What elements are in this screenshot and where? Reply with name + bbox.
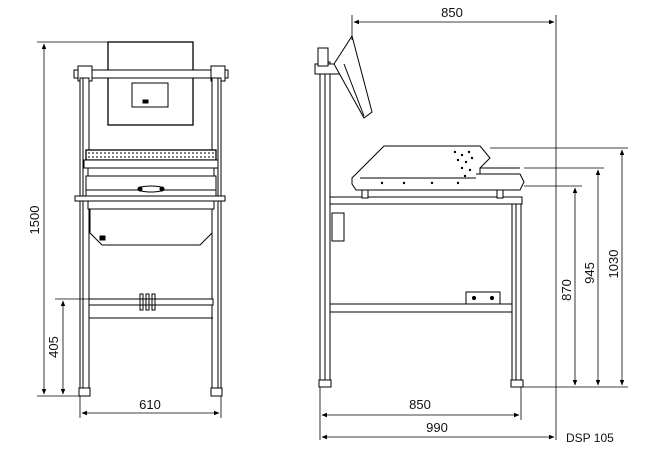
side-view <box>314 34 525 388</box>
table-top <box>329 196 523 205</box>
top-crossbar <box>73 69 229 79</box>
side-dimensions <box>319 15 628 440</box>
collection-hopper <box>89 208 213 246</box>
dim-990-label: 990 <box>426 420 448 435</box>
dim-870-label: 870 <box>559 279 574 301</box>
side-lower-shelf <box>329 303 513 313</box>
dim-850-base-label: 850 <box>409 397 431 412</box>
dim-850-top-label: 850 <box>441 5 463 20</box>
left-leg <box>79 77 90 389</box>
dim-945-label: 945 <box>582 262 597 284</box>
model-label: DSP 105 <box>566 431 614 445</box>
dim-405-label: 405 <box>46 336 61 358</box>
dim-1500-label: 1500 <box>27 206 42 235</box>
lower-shelf <box>88 298 214 306</box>
dim-610-label: 610 <box>139 397 161 412</box>
front-view <box>73 41 229 397</box>
display-screen <box>131 82 169 108</box>
machine-head <box>74 149 226 210</box>
control-panel-side <box>333 34 373 119</box>
control-panel-box <box>107 41 194 126</box>
right-leg <box>211 77 222 389</box>
front-dimensions <box>37 41 222 418</box>
dim-1030-label: 1030 <box>606 250 621 279</box>
